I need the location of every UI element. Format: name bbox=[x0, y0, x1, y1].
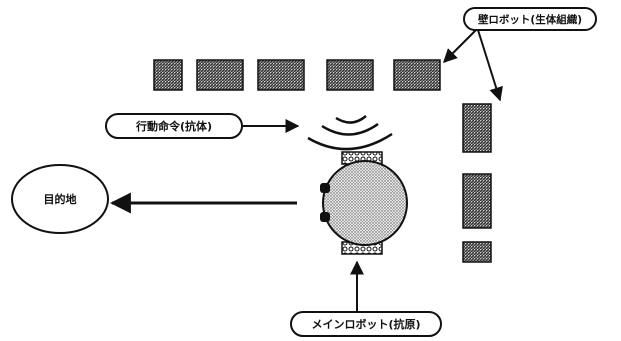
wall-block-2 bbox=[197, 60, 243, 90]
main-robot-sensor-lower bbox=[320, 212, 330, 222]
main-robot-label: メインロボット(抗原) bbox=[311, 317, 420, 331]
wall-block-6 bbox=[463, 104, 491, 152]
wall-block-8 bbox=[463, 242, 491, 262]
main-robot-body bbox=[323, 161, 407, 245]
destination-label: 目的地 bbox=[44, 192, 77, 206]
wall-block-3 bbox=[258, 60, 304, 90]
wall-robot-label: 壁ロボット(生体組織) bbox=[478, 13, 582, 26]
wall-block-7 bbox=[463, 174, 491, 228]
main-robot-sensor-upper bbox=[320, 183, 330, 193]
signal-wave-1 bbox=[336, 116, 366, 123]
signal-wave-3 bbox=[308, 134, 392, 149]
wall-arrow-left bbox=[444, 30, 476, 62]
wall-block-5 bbox=[394, 60, 440, 90]
wall-block-1 bbox=[154, 60, 182, 90]
wall-arrow-down bbox=[478, 30, 500, 100]
action-command-label: 行動命令(抗体) bbox=[135, 119, 212, 133]
wall-block-4 bbox=[327, 60, 373, 90]
signal-wave-2 bbox=[322, 124, 378, 135]
